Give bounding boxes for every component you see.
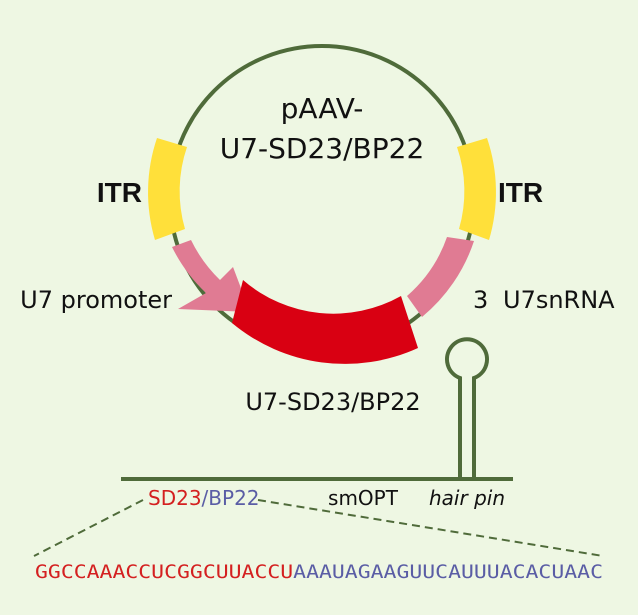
plasmid-name-line2: U7-SD23/BP22 <box>220 132 425 165</box>
insert-label: U7-SD23/BP22 <box>245 388 420 416</box>
u7-promoter-arrow <box>172 240 250 312</box>
u7snrna-segment <box>407 237 474 317</box>
plasmid-name-line1: pAAV- <box>281 92 364 125</box>
hairpin-label: hair pin <box>429 486 505 510</box>
sequence-sd23: GGCCAAACCUCGGCUUACCU <box>35 561 293 583</box>
hairpin-structure <box>445 337 489 479</box>
u7-promoter-label: U7 promoter <box>20 286 172 314</box>
itr-left-label: ITR <box>97 177 142 208</box>
zoom-line-right <box>257 499 604 557</box>
insert-segment <box>232 280 418 364</box>
itr-right-segment <box>457 138 496 240</box>
slash-label: / <box>202 486 209 510</box>
sd23-bp22-label: SD23/BP22 <box>148 486 260 510</box>
smopt-label: smOPT <box>328 486 399 510</box>
u7snrna-label: U7snRNA <box>503 286 615 314</box>
sequence-bp22: AAAUAGAAGUUCAUUUACACUAAC <box>293 561 603 583</box>
itr-right-label: ITR <box>498 177 543 208</box>
zoom-line-left <box>33 499 144 557</box>
itr-left-segment <box>148 138 187 240</box>
sd23-label: SD23 <box>148 486 202 510</box>
three-label: 3 <box>473 286 488 314</box>
bp22-label: BP22 <box>208 486 259 510</box>
